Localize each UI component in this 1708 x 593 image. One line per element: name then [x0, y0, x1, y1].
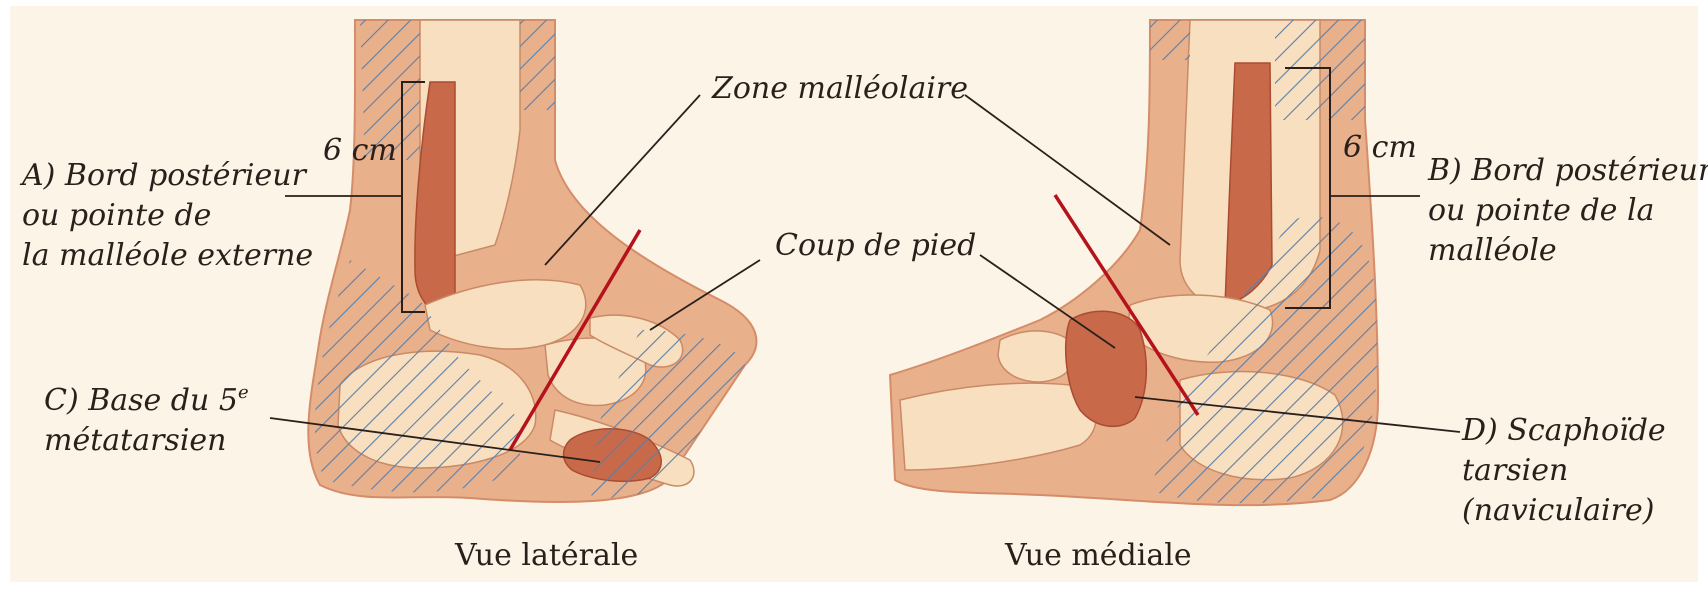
label-c-line2: métatarsien	[44, 423, 227, 458]
label-d-line2: tarsien	[1462, 453, 1568, 488]
caption-medial: Vue médiale	[1004, 538, 1192, 573]
label-d-line1: D) Scaphoïde	[1461, 413, 1666, 448]
label-d-line3: (naviculaire)	[1462, 493, 1654, 528]
label-c-main: C) Base du 5	[44, 383, 238, 418]
caption-lateral: Vue latérale	[454, 538, 638, 573]
label-b-line2: ou pointe de la	[1428, 193, 1654, 228]
lateral-hatch-anterior-tibia	[520, 20, 555, 110]
label-measure-left: 6 cm	[323, 133, 397, 168]
label-a-line1: A) Bord postérieur	[19, 158, 308, 193]
label-measure-right: 6 cm	[1343, 130, 1417, 165]
label-c-superscript: e	[238, 382, 249, 403]
label-b-line3: malléole	[1428, 233, 1557, 268]
label-a-line2: ou pointe de	[22, 198, 211, 233]
label-c-line1: C) Base du 5e	[44, 382, 249, 418]
label-b-line1: B) Bord postérieur	[1427, 153, 1708, 188]
label-a-line3: la malléole externe	[22, 238, 313, 273]
medial-hatch-posterior	[1275, 20, 1365, 120]
medial-cuneiform	[998, 331, 1076, 382]
medial-hatch-anterior	[1150, 20, 1190, 60]
label-coup-de-pied: Coup de pied	[775, 228, 976, 263]
label-zone-malleolaire: Zone malléolaire	[711, 71, 968, 106]
